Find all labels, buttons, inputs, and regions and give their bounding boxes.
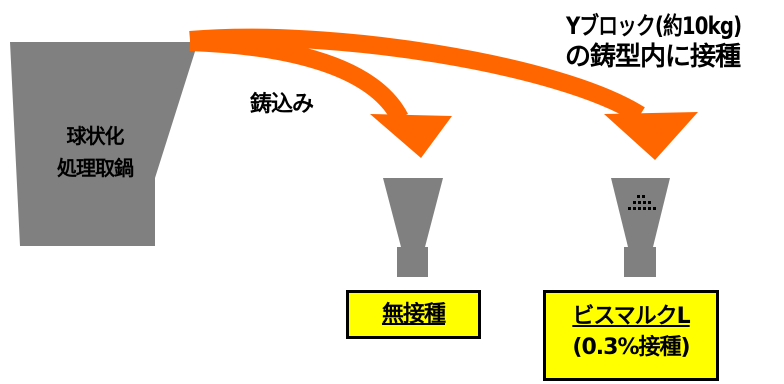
yblock-arrow [189, 28, 698, 160]
yblock-label-line1: Yブロック(約10kg) [566, 12, 742, 40]
pour-label: 鋳込み [250, 92, 314, 117]
box-bismarck-l: ビスマルクL (0.3%接種) [543, 290, 719, 381]
box-no-inoculation: 無接種 [346, 290, 481, 339]
ladle-label-line1: 球状化 [66, 124, 125, 148]
box-left-label: 無接種 [381, 302, 446, 327]
mold-no-inoculation [383, 178, 443, 277]
treatment-ladle [10, 42, 198, 246]
box-right-line2: (0.3%接種) [572, 335, 690, 360]
inoculant-dots [628, 195, 656, 210]
ladle-label-line2: 処理取鍋 [57, 156, 134, 180]
pour-arrow [189, 33, 452, 158]
mold-bismarck-l [611, 178, 670, 277]
yblock-label-line2: の鋳型内に接種 [565, 42, 741, 72]
box-right-line1: ビスマルクL [572, 304, 690, 329]
